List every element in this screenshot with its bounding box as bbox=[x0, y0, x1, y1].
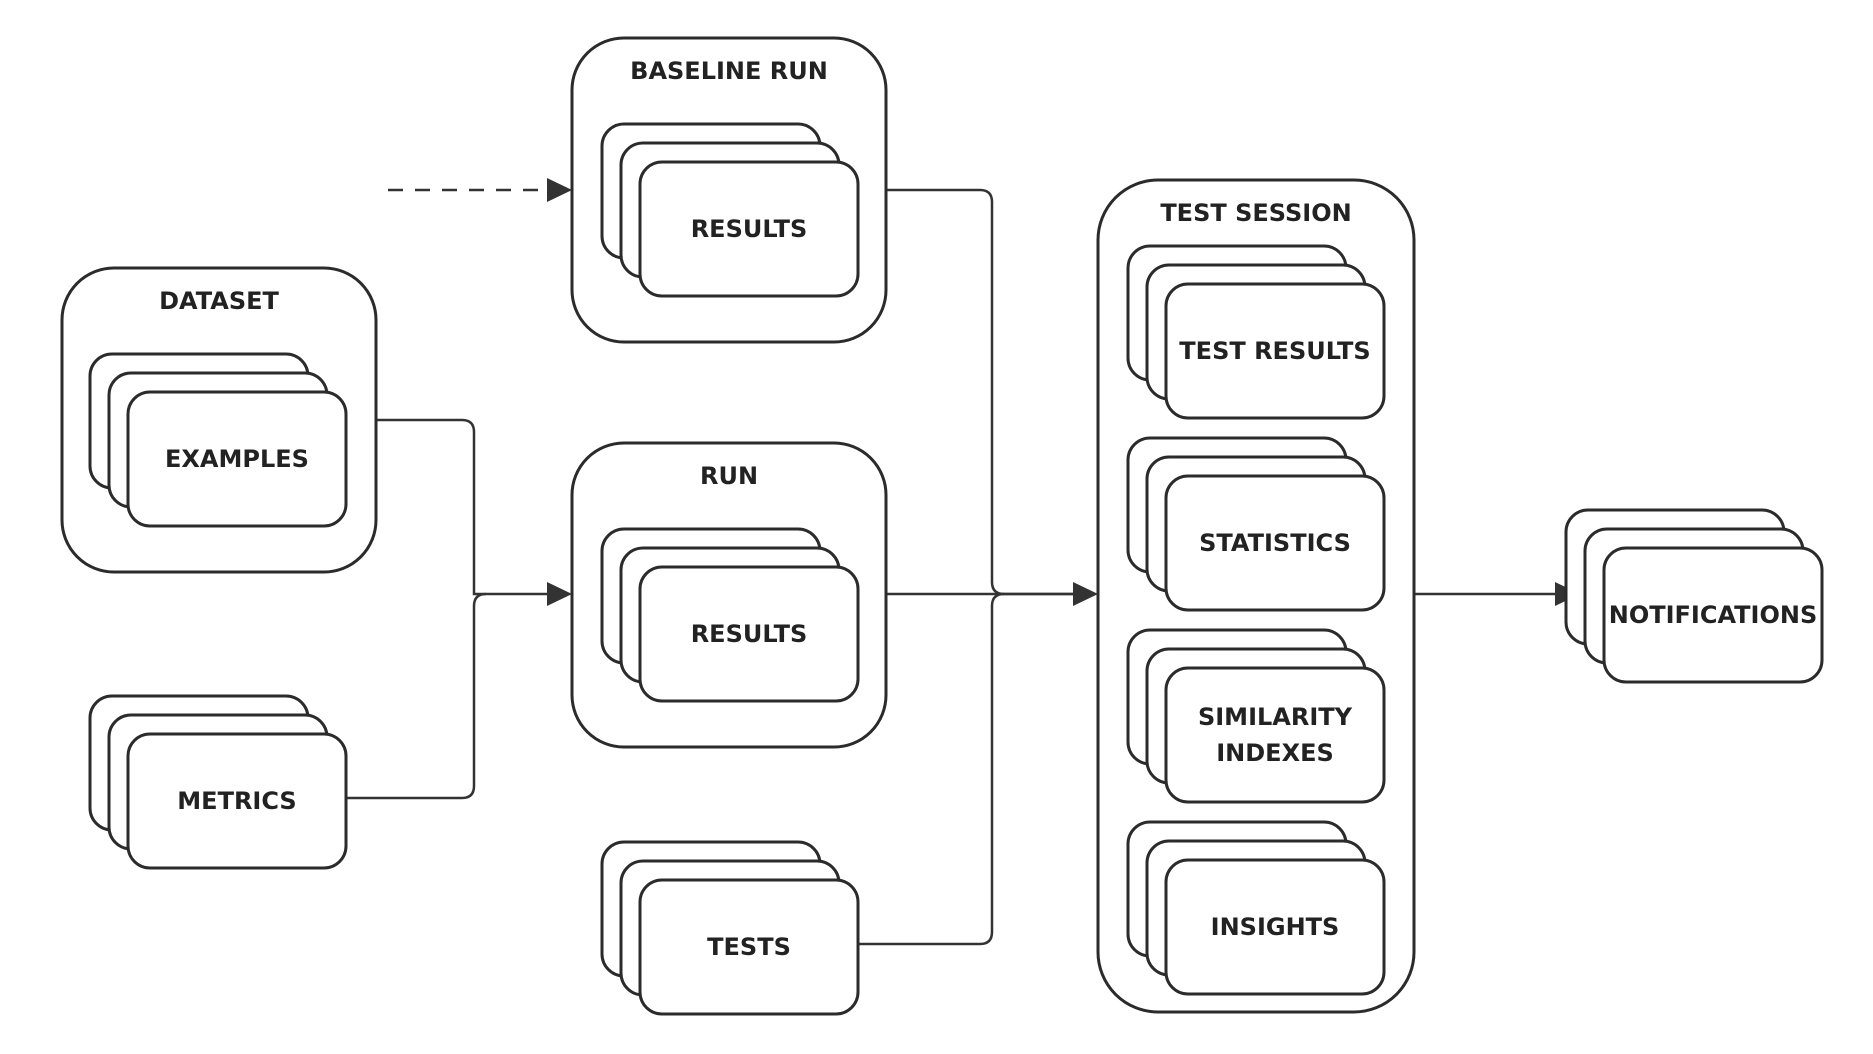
metrics-label: METRICS bbox=[177, 787, 296, 815]
run-results-label: RESULTS bbox=[691, 620, 808, 648]
statistics-stack: STATISTICS bbox=[1126, 436, 1386, 612]
dataset-title: DATASET bbox=[159, 287, 279, 315]
run-title: RUN bbox=[700, 462, 758, 490]
stack-card-front bbox=[1164, 666, 1386, 804]
dataset-container: DATASET EXAMPLES bbox=[60, 266, 378, 574]
insights-stack: INSIGHTS bbox=[1126, 820, 1386, 996]
statistics-label: STATISTICS bbox=[1199, 529, 1351, 557]
baseline-results-label: RESULTS bbox=[691, 215, 808, 243]
arrowhead-test-session bbox=[1073, 582, 1098, 606]
connector-metrics-to-run bbox=[346, 592, 487, 800]
connector-tests-to-session bbox=[858, 592, 1005, 946]
stack-card-front bbox=[126, 390, 348, 528]
stack-card-front bbox=[126, 732, 348, 870]
notifications-label: NOTIFICATIONS bbox=[1609, 601, 1818, 629]
connector-baseline-to-session bbox=[886, 188, 1086, 596]
insights-label: INSIGHTS bbox=[1211, 913, 1340, 941]
test-session-container: TEST SESSION TEST RESULTS STATISTICS SIM… bbox=[1096, 178, 1416, 1014]
metrics-stack: METRICS bbox=[88, 694, 348, 870]
arrowhead-run bbox=[547, 582, 572, 606]
test-session-title: TEST SESSION bbox=[1160, 199, 1351, 227]
stack-card-front bbox=[638, 878, 860, 1016]
stack-card-front bbox=[1164, 282, 1386, 420]
examples-stack: EXAMPLES bbox=[88, 352, 348, 528]
examples-label: EXAMPLES bbox=[165, 445, 309, 473]
tests-stack: TESTS bbox=[600, 840, 860, 1016]
stack-card-front bbox=[638, 160, 860, 298]
tests-label: TESTS bbox=[707, 933, 791, 961]
baseline-run-container: BASELINE RUN RESULTS bbox=[570, 36, 888, 344]
test-results-label: TEST RESULTS bbox=[1179, 337, 1370, 365]
similarity-indexes-label-line2: INDEXES bbox=[1216, 739, 1334, 767]
run-container: RUN RESULTS bbox=[570, 441, 888, 749]
arrowhead-baseline-run bbox=[547, 178, 572, 202]
run-results-stack: RESULTS bbox=[600, 527, 860, 703]
similarity-indexes-stack: SIMILARITY INDEXES bbox=[1126, 628, 1386, 804]
baseline-run-title: BASELINE RUN bbox=[630, 57, 828, 85]
stack-card-front bbox=[638, 565, 860, 703]
stack-card-front bbox=[1602, 546, 1824, 684]
notifications-stack: NOTIFICATIONS bbox=[1564, 508, 1824, 684]
stack-card-front bbox=[1164, 474, 1386, 612]
baseline-results-stack: RESULTS bbox=[600, 122, 860, 298]
test-results-stack: TEST RESULTS bbox=[1126, 244, 1386, 420]
similarity-indexes-label-line1: SIMILARITY bbox=[1198, 703, 1353, 731]
connector-dataset-to-run bbox=[376, 418, 560, 596]
stack-card-front bbox=[1164, 858, 1386, 996]
